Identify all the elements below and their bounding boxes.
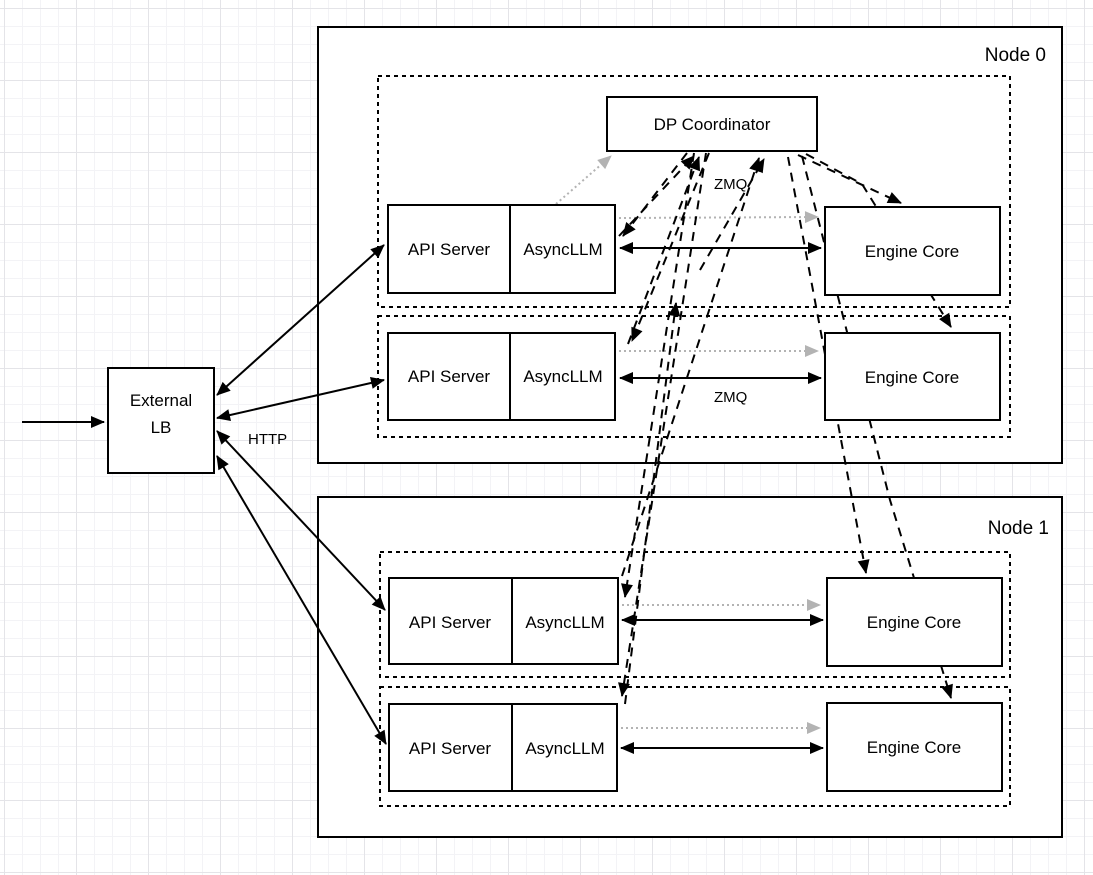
external-lb-label-line1: External <box>130 391 192 410</box>
api-server3-label: API Server <box>409 613 492 632</box>
asyncllm3-label: AsyncLLM <box>525 613 604 632</box>
edges <box>22 152 953 754</box>
lb-to-api1-arrow <box>216 244 385 396</box>
api-asyncllm2-box <box>387 332 616 421</box>
engine-core2-label: Engine Core <box>865 368 960 387</box>
api-server2-label: API Server <box>408 367 491 386</box>
external-lb-label-line2: LB <box>151 418 172 437</box>
zmq-edge-label-row2: ZMQ <box>714 389 747 406</box>
dp-coordinator-box <box>606 96 818 152</box>
engine-core1-label: Engine Core <box>865 242 960 261</box>
coordinator-to-asyncllm1-dashed-arrow <box>622 152 688 237</box>
coordinator-uplink-dashed-segment <box>699 158 765 271</box>
api-server1-label: API Server <box>408 240 491 259</box>
asyncllm2-to-coordinator-dashed-arrow <box>627 156 700 345</box>
api-asyncllm3-box <box>388 577 619 665</box>
external-lb-box <box>107 367 215 474</box>
coordinator-to-enginecore2-dashed-arrow <box>805 153 952 328</box>
dp-coordinator-label: DP Coordinator <box>654 115 771 134</box>
engine-core3-box <box>826 577 1003 667</box>
coordinator-to-asyncllm4-dashed-arrow <box>618 152 707 697</box>
replica3: API Server AsyncLLM Engine Core <box>388 577 1003 667</box>
lb-to-api4-arrow <box>216 455 387 745</box>
asyncllm4-to-coordinator-dashed-arrow <box>624 302 681 705</box>
zmq-edge-label-top: ZMQ <box>714 176 747 193</box>
asyncllm1-enginecore1-dotted-arrow <box>618 211 819 224</box>
coordinator-to-asyncllm2-dashed-arrow <box>631 152 710 342</box>
replica1: API Server AsyncLLM Engine Core <box>387 204 1001 296</box>
api-asyncllm1-box <box>387 204 616 294</box>
coordinator-to-asyncllm3-dashed-arrow <box>621 152 695 598</box>
node1-label: Node 1 <box>988 518 1049 539</box>
lb-to-api2-arrow <box>216 377 385 421</box>
engine-core4-box <box>826 702 1003 792</box>
http-edge-label: HTTP <box>248 431 287 448</box>
replica4: API Server AsyncLLM Engine Core <box>388 702 1003 792</box>
engine-core1-box <box>824 206 1001 296</box>
asyncllm2-label: AsyncLLM <box>523 367 602 386</box>
asyncllm4-label: AsyncLLM <box>525 739 604 758</box>
asyncllm1-label: AsyncLLM <box>523 240 602 259</box>
engine-core3-label: Engine Core <box>867 613 962 632</box>
engine-core4-label: Engine Core <box>867 738 962 757</box>
coordinator-to-enginecore1-dashed-arrow <box>797 154 902 204</box>
asyncllm1-coordinator-dotted-arrow <box>555 155 612 205</box>
api-asyncllm4-box <box>388 703 618 792</box>
node0-label: Node 0 <box>985 45 1046 66</box>
engine-core2-box <box>824 332 1001 421</box>
replica2: API Server AsyncLLM Engine Core <box>387 332 1001 421</box>
api-server4-label: API Server <box>409 739 492 758</box>
